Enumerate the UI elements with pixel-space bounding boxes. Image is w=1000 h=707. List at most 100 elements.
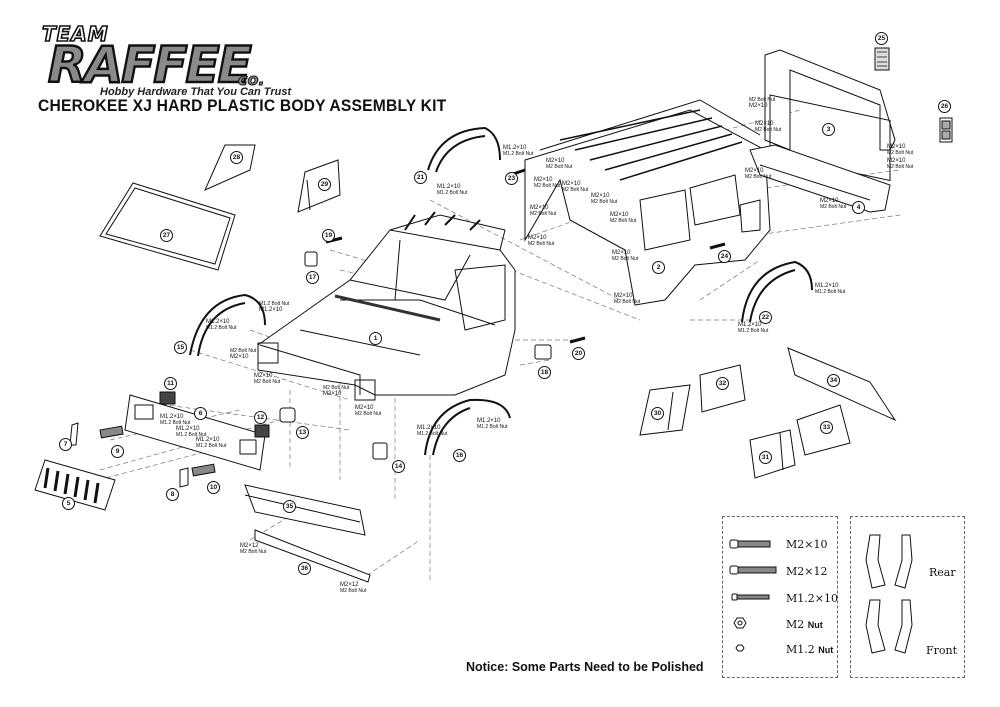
nut-m2-icon (733, 617, 747, 629)
callout-32: 32 (716, 377, 729, 390)
callout-12: 12 (254, 411, 267, 424)
callout-29: 29 (318, 178, 331, 191)
part-28-side-glass (204, 144, 256, 191)
part-12-headlight (254, 424, 270, 438)
part-35-front-bumper (244, 484, 366, 536)
callout-18: 18 (538, 366, 551, 379)
part-6-header-panel (124, 394, 266, 471)
screw-m2x12-icon (729, 565, 777, 575)
callout-14: 14 (392, 460, 405, 473)
part-14-mirror (372, 442, 388, 460)
hardware-label-m12x10: M1.2×10 (786, 592, 838, 605)
hardware-legend-box (722, 516, 838, 678)
rear-mount-label: Rear (929, 566, 956, 579)
callout-27: 27 (160, 229, 173, 242)
callout-11: 11 (164, 377, 177, 390)
part-21-fender-flare (427, 126, 501, 173)
callout-35: 35 (283, 500, 296, 513)
callout-2: 2 (652, 261, 665, 274)
screw-m2x10-icon (729, 539, 771, 549)
callout-31: 31 (759, 451, 772, 464)
callout-30: 30 (651, 407, 664, 420)
callout-6: 6 (194, 407, 207, 420)
callout-13: 13 (296, 426, 309, 439)
part-1-front-cab (257, 211, 516, 401)
part-17-mirror (304, 251, 318, 267)
callout-28: 28 (230, 151, 243, 164)
part-25-tail-light (874, 47, 890, 71)
part-2-rear-body (524, 99, 771, 306)
callout-1: 1 (369, 332, 382, 345)
part-13-light-bezel (279, 407, 296, 423)
hardware-label-m2x12: M2×12 (786, 565, 828, 578)
part-15-fender-flare (189, 293, 266, 357)
callout-4: 4 (852, 201, 865, 214)
callout-26: 26 (938, 100, 951, 113)
callout-33: 33 (820, 421, 833, 434)
part-26-tail-light (939, 117, 953, 143)
part-34-window (787, 347, 897, 422)
hardware-label-m12-nut: M1.2 Nut (786, 643, 834, 656)
part-27-windshield (99, 182, 236, 271)
logo-tagline: Hobby Hardware That You Can Trust (100, 86, 292, 98)
part-22-fender-flare (741, 260, 813, 323)
callout-36: 36 (298, 562, 311, 575)
part-10-turn-signal (191, 463, 216, 477)
polish-notice: Notice: Some Parts Need to be Polished (466, 660, 704, 674)
callout-16: 16 (453, 449, 466, 462)
callout-20: 20 (572, 347, 585, 360)
hardware-screws (729, 539, 777, 652)
callout-5: 5 (62, 497, 75, 510)
callout-24: 24 (718, 250, 731, 263)
callout-25: 25 (875, 32, 888, 45)
part-9-turn-signal (99, 425, 124, 439)
body-mounts (865, 534, 913, 654)
callout-3: 3 (822, 123, 835, 136)
part-30-window (639, 384, 691, 436)
logo-brand-text: RAFFEE (47, 35, 253, 95)
part-31-window (749, 429, 796, 479)
hardware-label-m2-nut: M2 Nut (786, 618, 823, 631)
part-7-marker (69, 422, 79, 446)
hardware-label-m2x10: M2×10 (786, 538, 828, 551)
page-title: CHEROKEE XJ HARD PLASTIC BODY ASSEMBLY K… (38, 96, 447, 115)
nut-m12-icon (735, 644, 745, 652)
logo-team-text: TEAM (41, 21, 109, 47)
callout-22: 22 (759, 311, 772, 324)
callout-10: 10 (207, 481, 220, 494)
part-8-marker (179, 467, 189, 488)
part-18-mirror (534, 344, 552, 360)
callout-17: 17 (306, 271, 319, 284)
part-20-handle (569, 336, 586, 344)
callout-7: 7 (59, 438, 72, 451)
callout-19: 19 (322, 229, 335, 242)
callout-9: 9 (111, 445, 124, 458)
front-mount-label: Front (926, 644, 958, 657)
callout-8: 8 (166, 488, 179, 501)
callout-23: 23 (505, 172, 518, 185)
